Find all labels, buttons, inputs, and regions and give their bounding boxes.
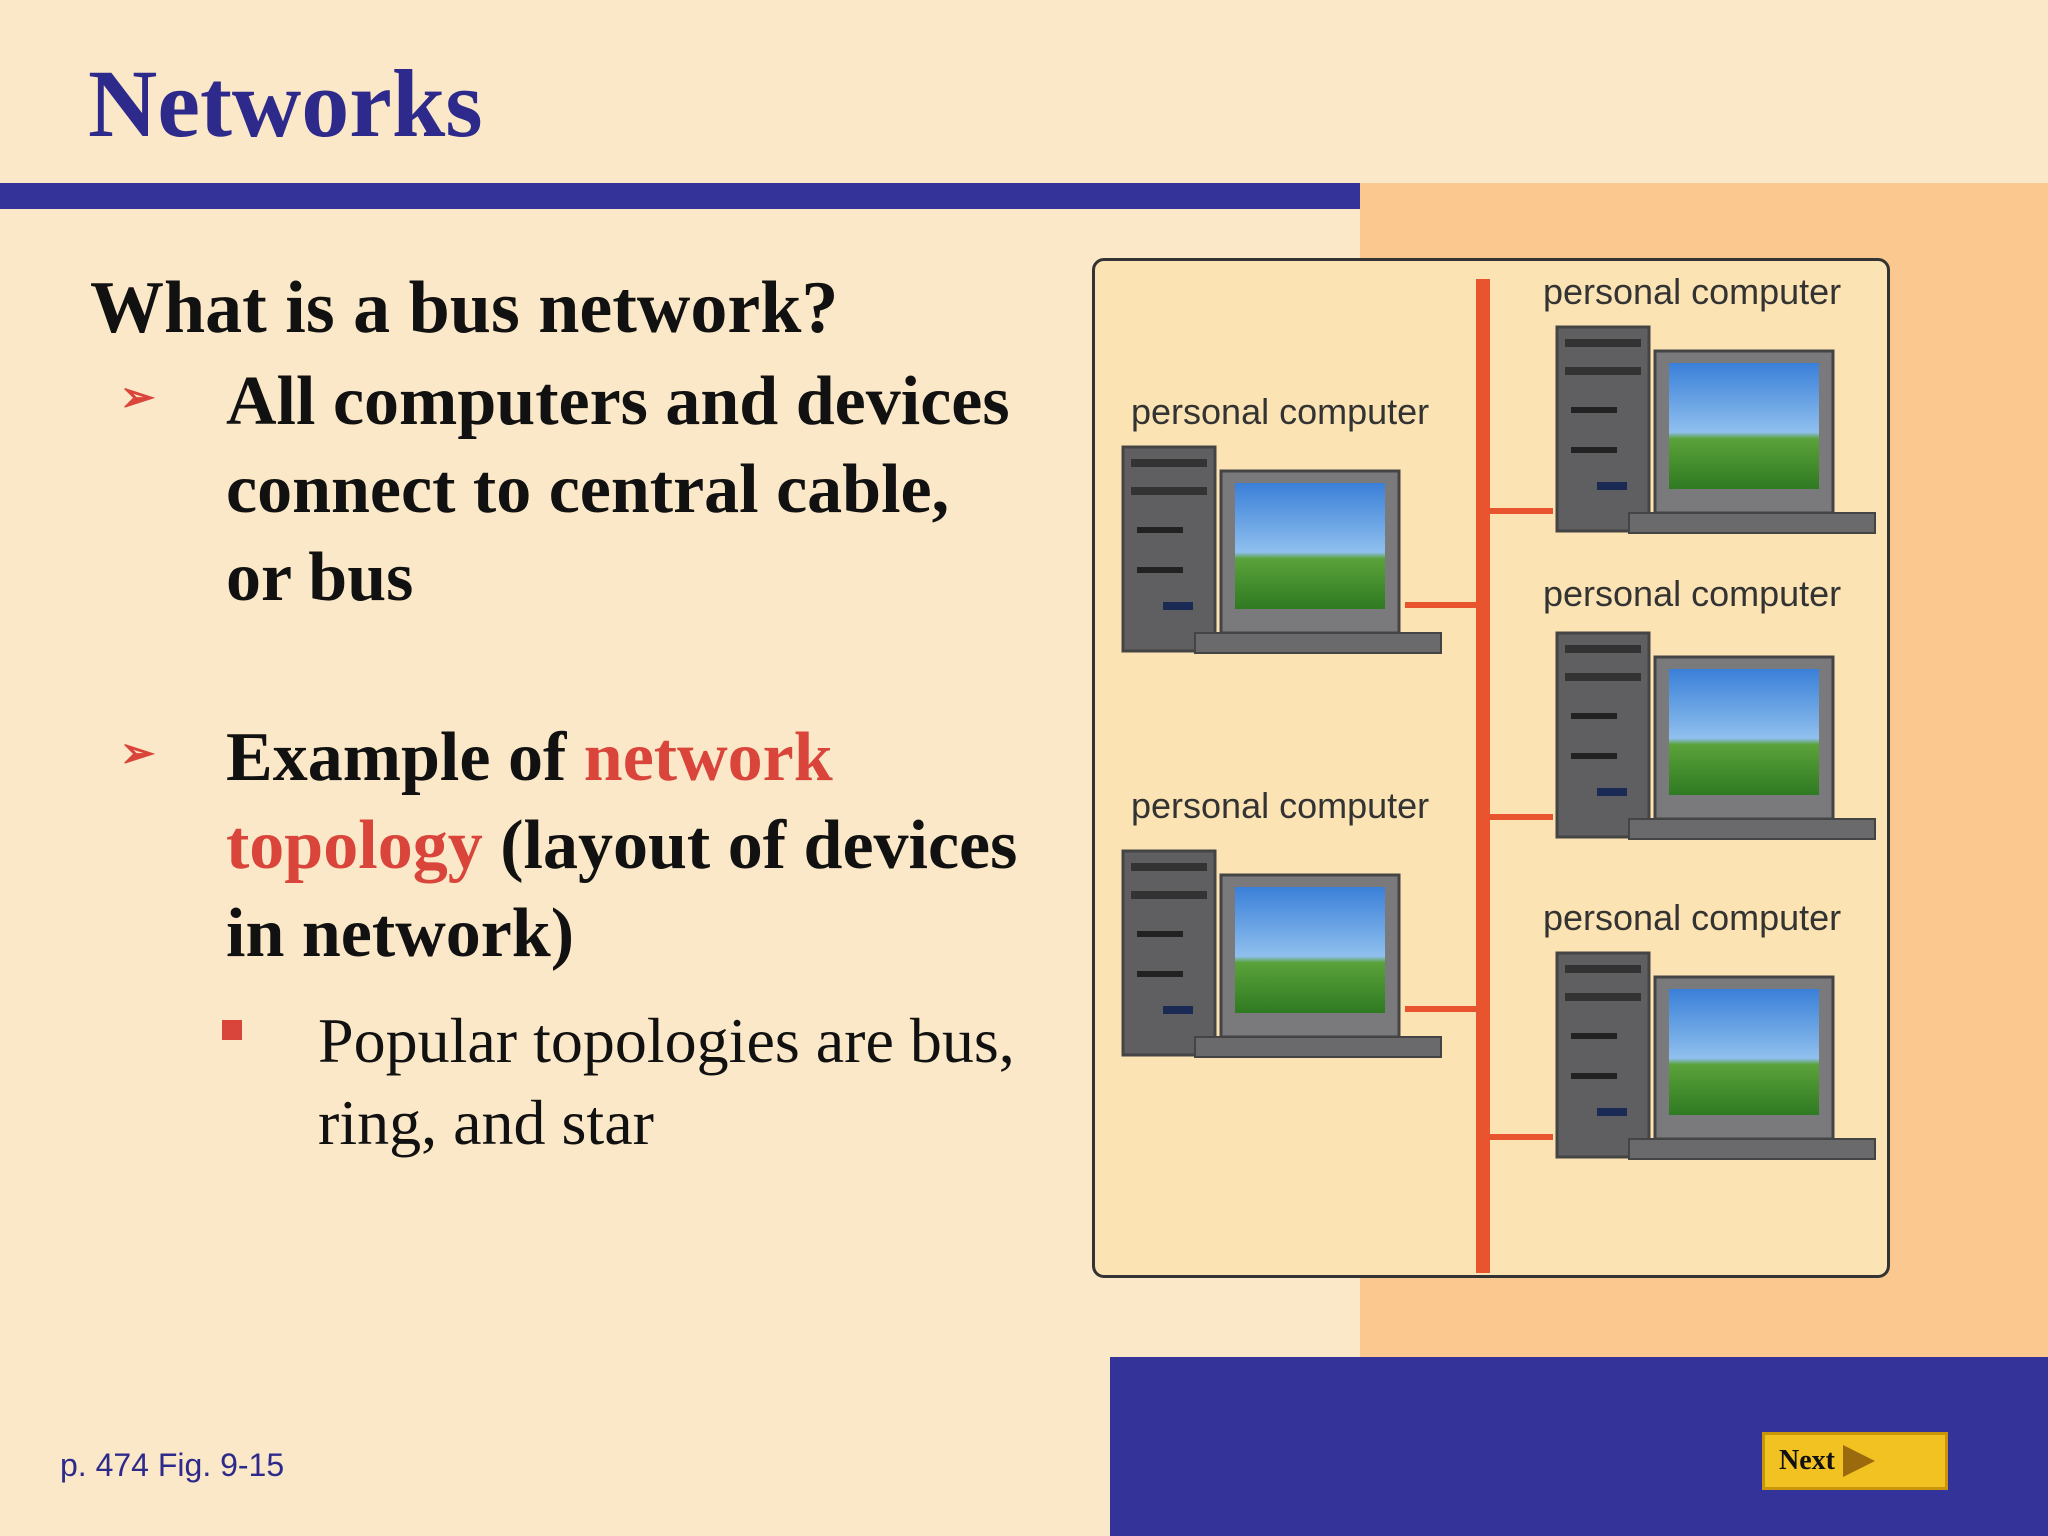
sub-bullet-text: Popular topologies are bus, ring, and st… <box>318 1005 1015 1158</box>
pc-label: personal computer <box>1543 271 1842 312</box>
bullet-1-text: All computers and devices connect to cen… <box>226 363 1010 616</box>
personal-computer-icon <box>1121 445 1443 655</box>
bullet-arrow-icon: ➢ <box>120 375 156 421</box>
personal-computer-icon <box>1555 631 1877 841</box>
next-arrow-icon <box>1843 1445 1875 1477</box>
bullet-arrow-icon: ➢ <box>120 731 156 777</box>
network-topology-term: network topology <box>226 719 833 884</box>
pc-label: personal computer <box>1131 391 1430 432</box>
next-button-label: Next <box>1779 1445 1835 1476</box>
pc-label: personal computer <box>1131 785 1430 826</box>
slide-title: Networks <box>88 50 483 157</box>
personal-computer-icon <box>1555 951 1877 1161</box>
personal-computer-icon <box>1121 849 1443 1059</box>
personal-computer-icon <box>1555 325 1877 535</box>
figure-caption: p. 474 Fig. 9-15 <box>60 1447 285 1483</box>
next-button[interactable]: Next <box>1762 1432 1948 1490</box>
bus-network-figure: personal computer personal computer pers… <box>1092 258 1890 1278</box>
bullet-2-text: Example of network topology (layout of d… <box>226 719 1018 972</box>
sub-bullet-square-icon <box>222 1020 242 1040</box>
pc-label: personal computer <box>1543 573 1842 614</box>
bus-network-diagram <box>1121 279 1877 1273</box>
slide-heading: What is a bus network? <box>90 267 839 349</box>
title-underline-bar <box>0 183 1360 209</box>
pc-label: personal computer <box>1543 897 1842 938</box>
